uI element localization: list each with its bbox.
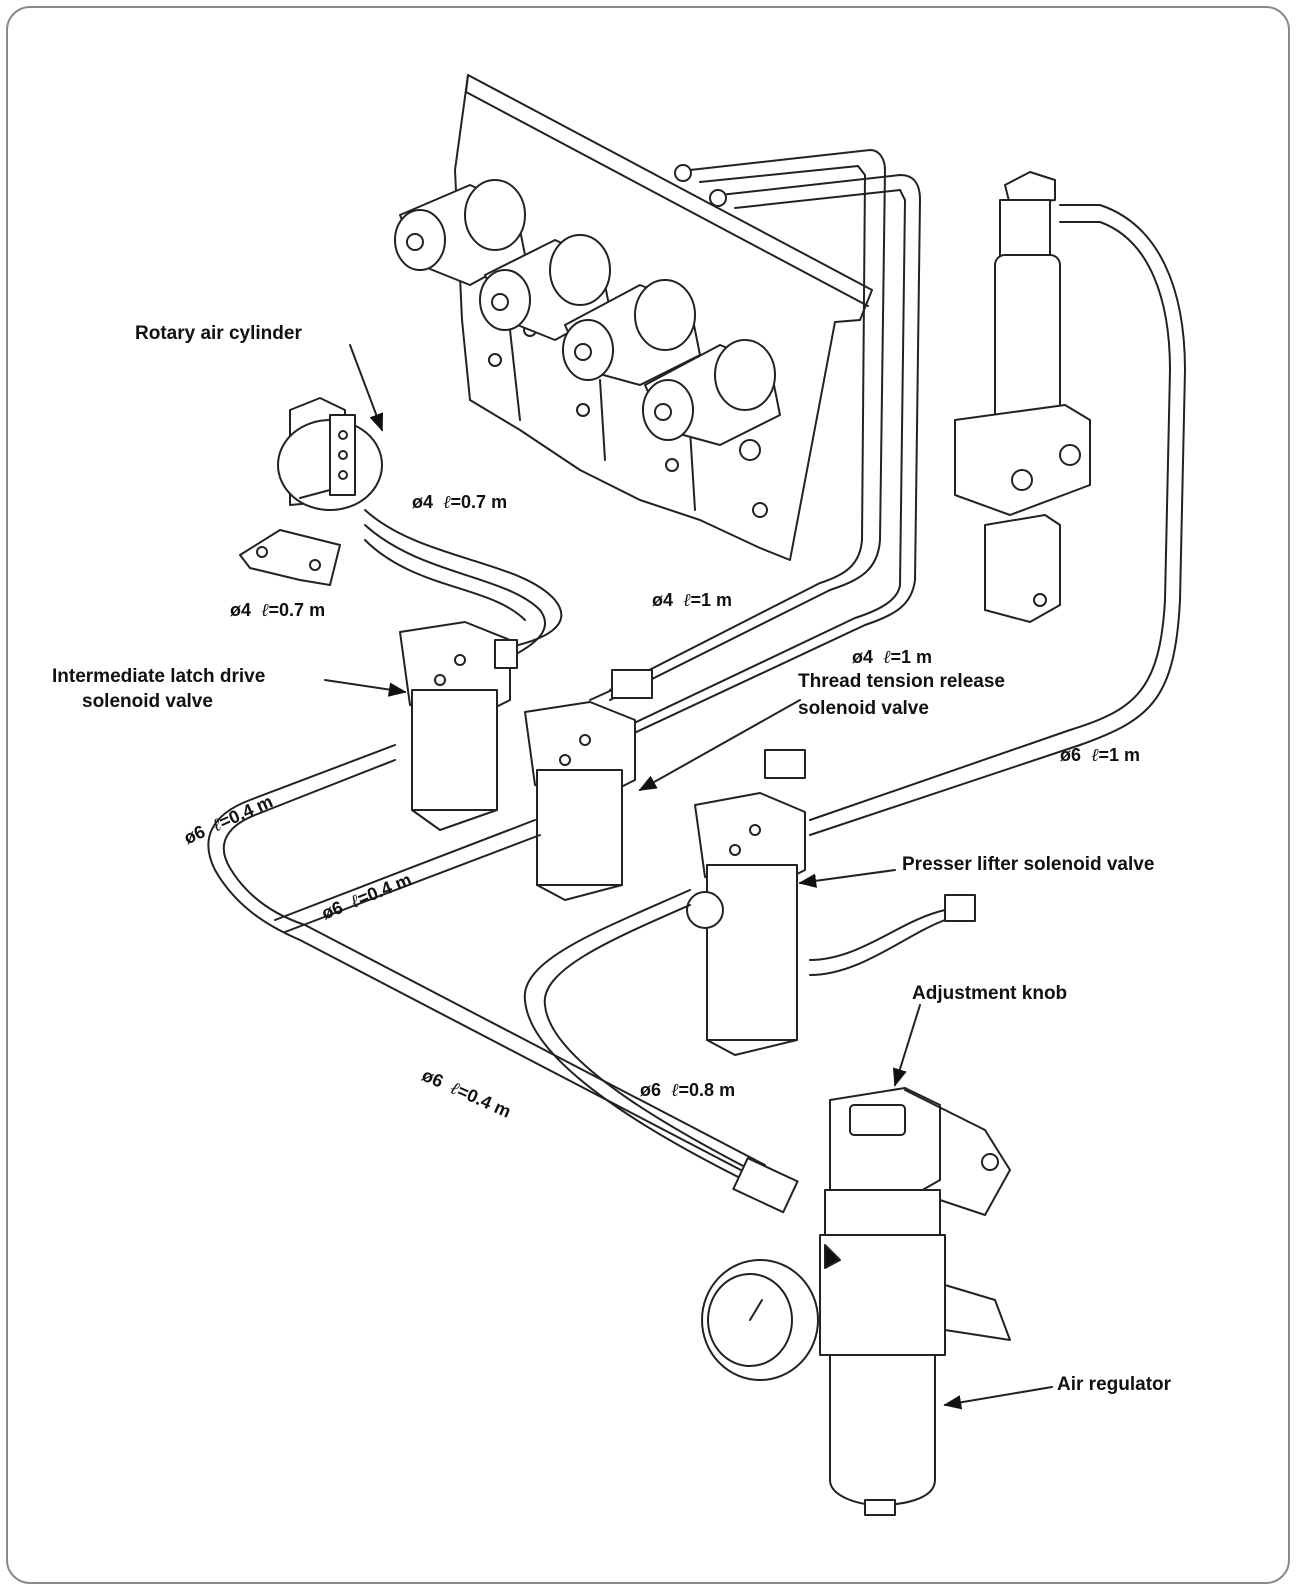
- label-thread-tension-line2: solenoid valve: [798, 698, 929, 719]
- tube-label-2: ø4 ℓ=0.7 m: [230, 600, 326, 621]
- rotary-air-cylinder: [239, 397, 383, 586]
- tension-knob-4: [642, 339, 781, 446]
- label-adjustment-knob: Adjustment knob: [912, 983, 1068, 1004]
- tube-label-1: ø4 ℓ=0.7 m: [412, 492, 508, 513]
- label-air-regulator: Air regulator: [1057, 1374, 1172, 1395]
- label-rotary-air-cylinder: Rotary air cylinder: [135, 323, 302, 344]
- callout-arrows: [324, 344, 1053, 1410]
- intermediate-latch-solenoid-valve: [399, 621, 518, 831]
- thread-tension-release-solenoid-valve: [524, 669, 653, 901]
- label-intermediate-latch-line2: solenoid valve: [82, 691, 213, 712]
- tube-trunk: [207, 744, 799, 1214]
- tube-label-4: ø4 ℓ=1 m: [852, 647, 933, 668]
- tube-rotary-to-valve: [364, 509, 563, 661]
- tube-label-3: ø4 ℓ=1 m: [652, 590, 733, 611]
- tube-label-5: ø6 ℓ=1 m: [1060, 745, 1141, 766]
- tube-tension-to-valve: [609, 149, 921, 736]
- label-intermediate-latch-line1: Intermediate latch drive: [52, 666, 266, 687]
- tube-cylinder-to-presser: [809, 204, 1186, 836]
- presser-lifter-solenoid-valve: [686, 749, 976, 1056]
- tension-knob-1: [394, 179, 526, 286]
- label-presser-lifter: Presser lifter solenoid valve: [902, 854, 1155, 875]
- tension-knob-2: [479, 234, 611, 341]
- air-regulator: [701, 1087, 1011, 1516]
- label-thread-tension-line1: Thread tension release: [798, 671, 1005, 692]
- air-cylinder: [954, 171, 1091, 623]
- tube-label-8: ø6 ℓ=0.8 m: [640, 1080, 736, 1101]
